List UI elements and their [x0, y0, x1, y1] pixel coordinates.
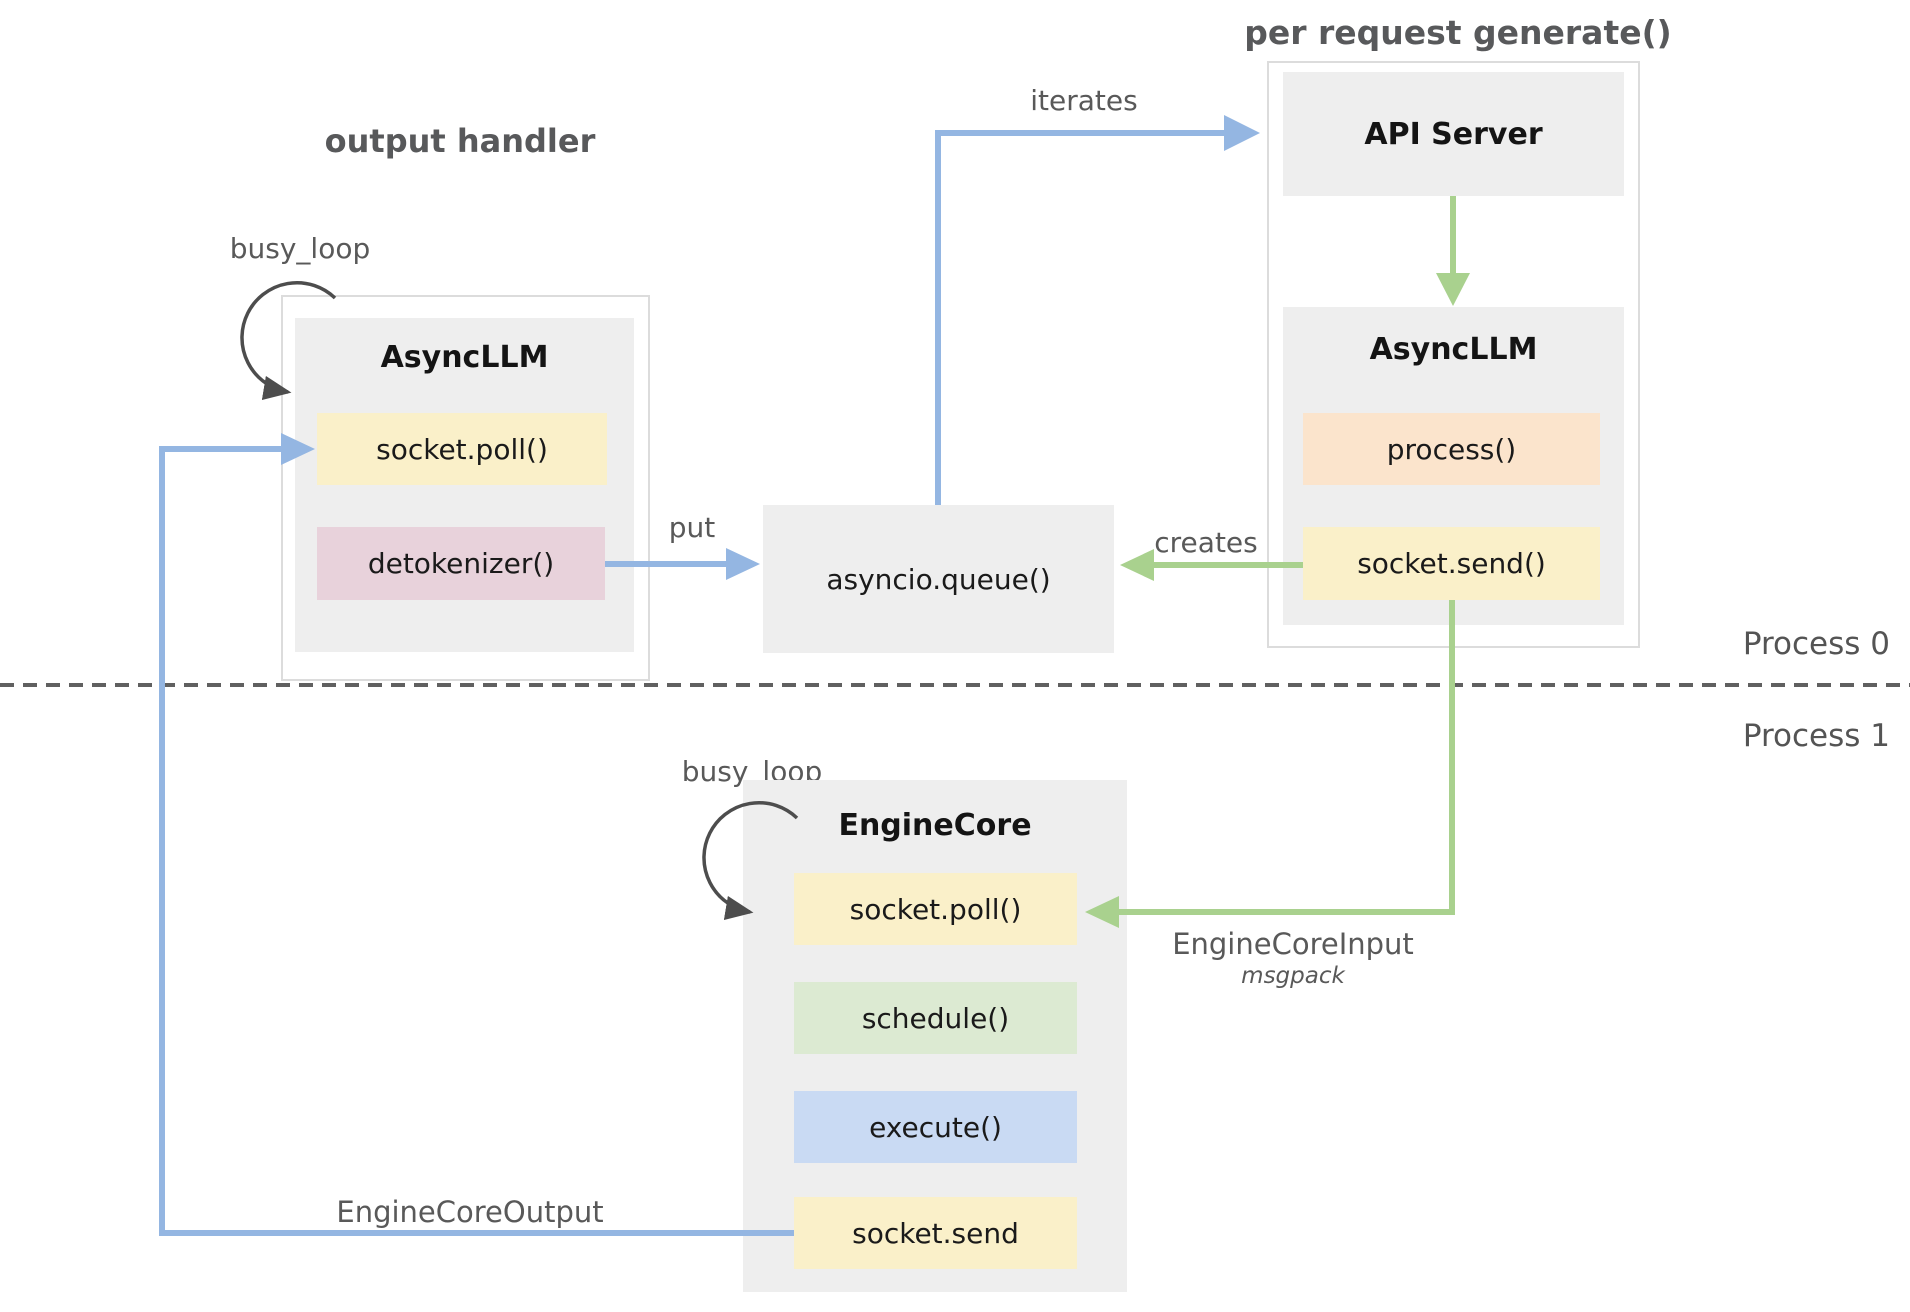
engine-core-schedule-row: schedule(): [794, 982, 1077, 1054]
async-llm-left-title: AsyncLLM: [380, 340, 549, 375]
engine-core-title: EngineCore: [838, 808, 1032, 843]
engine-core-output-label: EngineCoreOutput: [336, 1195, 604, 1229]
put-label: put: [668, 511, 716, 544]
asyncio-queue-box: asyncio.queue(): [763, 505, 1114, 653]
creates-label: creates: [1154, 526, 1258, 559]
async-llm-right-socket-send-row: socket.send(): [1303, 527, 1600, 600]
busy-loop-label-left: busy_loop: [229, 232, 371, 265]
per-request-generate-title: per request generate(): [1244, 13, 1672, 52]
api-server-box: API Server: [1283, 72, 1624, 196]
iterates-label: iterates: [1030, 84, 1138, 117]
engine-core-socket-send-row: socket.send: [794, 1197, 1077, 1269]
engine-core-input-label: EngineCoreInput: [1172, 927, 1414, 961]
async-llm-left-detokenizer-row: detokenizer(): [317, 527, 605, 600]
output-handler-title: output handler: [324, 122, 596, 160]
iterates-arrow-line: [935, 130, 1246, 505]
msgpack-label: msgpack: [1241, 963, 1345, 989]
process-1-label: Process 1: [1742, 718, 1890, 754]
iterates-arrowhead-icon: [1224, 115, 1260, 151]
put-arrowhead-icon: [726, 548, 760, 580]
process-divider-line: [0, 683, 1910, 687]
async-llm-right-process-row: process(): [1303, 413, 1600, 485]
async-llm-left-socket-poll-row: socket.poll(): [317, 413, 607, 485]
process-0-label: Process 0: [1742, 626, 1890, 662]
engine-core-socket-poll-row: socket.poll(): [794, 873, 1077, 945]
async-llm-right-title: AsyncLLM: [1369, 332, 1538, 367]
engine-core-execute-row: execute(): [794, 1091, 1077, 1163]
